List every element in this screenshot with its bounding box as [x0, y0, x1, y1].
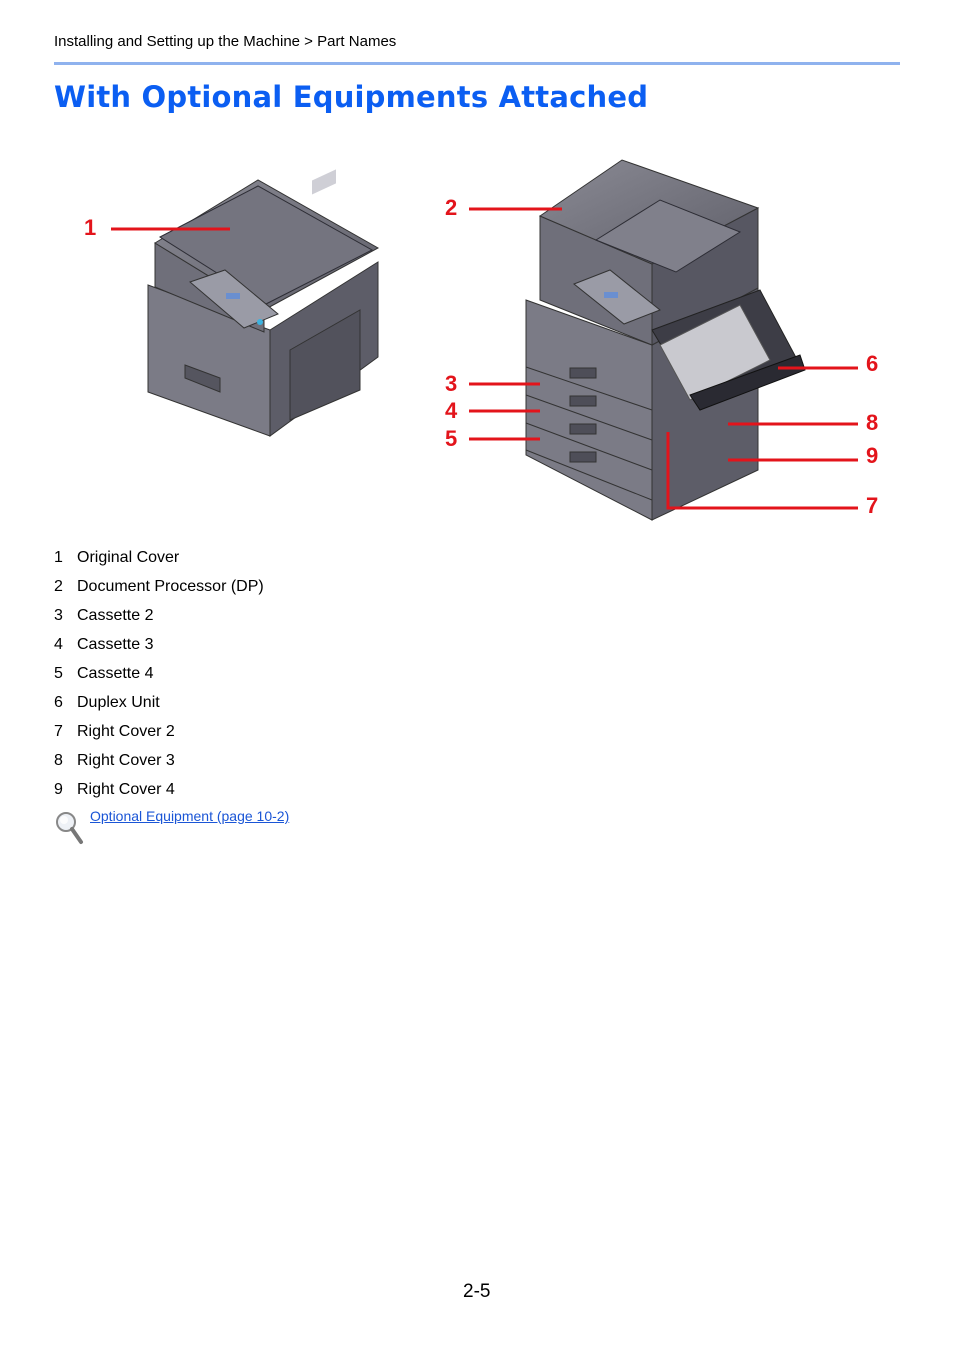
callout-8: 8	[866, 410, 878, 435]
callout-3: 3	[445, 371, 457, 396]
list-item: 2 Document Processor (DP)	[54, 577, 264, 606]
callout-2: 2	[445, 195, 457, 220]
part-number: 3	[54, 607, 63, 624]
callout-lines	[111, 207, 858, 510]
callout-6: 6	[866, 351, 878, 376]
part-number: 8	[54, 752, 63, 769]
part-number: 6	[54, 694, 63, 711]
part-name: Document Processor (DP)	[77, 578, 264, 595]
header-rule	[54, 62, 900, 65]
page-title: With Optional Equipments Attached	[54, 80, 649, 114]
callout-4: 4	[445, 398, 458, 423]
list-item: 1 Original Cover	[54, 548, 264, 577]
part-name: Right Cover 2	[77, 723, 175, 740]
machine-left	[147, 169, 380, 437]
callout-9: 9	[866, 443, 878, 468]
list-item: 7 Right Cover 2	[54, 722, 264, 751]
list-item: 3 Cassette 2	[54, 606, 264, 635]
part-name: Right Cover 3	[77, 752, 175, 769]
machine-illustration: 1 2 3 4 5 6 7 8 9	[84, 159, 878, 521]
part-name: Right Cover 4	[77, 781, 175, 798]
optional-equipment-link[interactable]: Optional Equipment (page 10-2)	[90, 808, 290, 824]
part-name: Cassette 2	[77, 607, 154, 624]
part-number: 9	[54, 781, 63, 798]
part-name: Cassette 3	[77, 636, 154, 653]
list-item: 9 Right Cover 4	[54, 780, 264, 809]
callout-5: 5	[445, 426, 457, 451]
reference-link-row: Optional Equipment (page 10-2)	[54, 808, 289, 851]
part-number: 2	[54, 578, 63, 595]
part-name: Duplex Unit	[77, 694, 160, 711]
callout-7: 7	[866, 493, 878, 518]
part-number: 7	[54, 723, 63, 740]
breadcrumb: Installing and Setting up the Machine > …	[54, 33, 397, 50]
parts-list: 1 Original Cover 2 Document Processor (DP)…	[54, 548, 264, 809]
list-item: 5 Cassette 4	[54, 664, 264, 693]
part-name: Original Cover	[77, 549, 180, 566]
list-item: 4 Cassette 3	[54, 635, 264, 664]
part-number: 5	[54, 665, 63, 682]
part-number: 1	[54, 549, 63, 566]
part-number: 4	[54, 636, 63, 653]
part-name: Cassette 4	[77, 665, 154, 682]
callout-1: 1	[84, 215, 96, 240]
list-item: 6 Duplex Unit	[54, 693, 264, 722]
magnifier-icon	[54, 808, 84, 851]
page-number: 2-5	[463, 1281, 491, 1302]
list-item: 8 Right Cover 3	[54, 751, 264, 780]
machine-right	[525, 159, 806, 521]
